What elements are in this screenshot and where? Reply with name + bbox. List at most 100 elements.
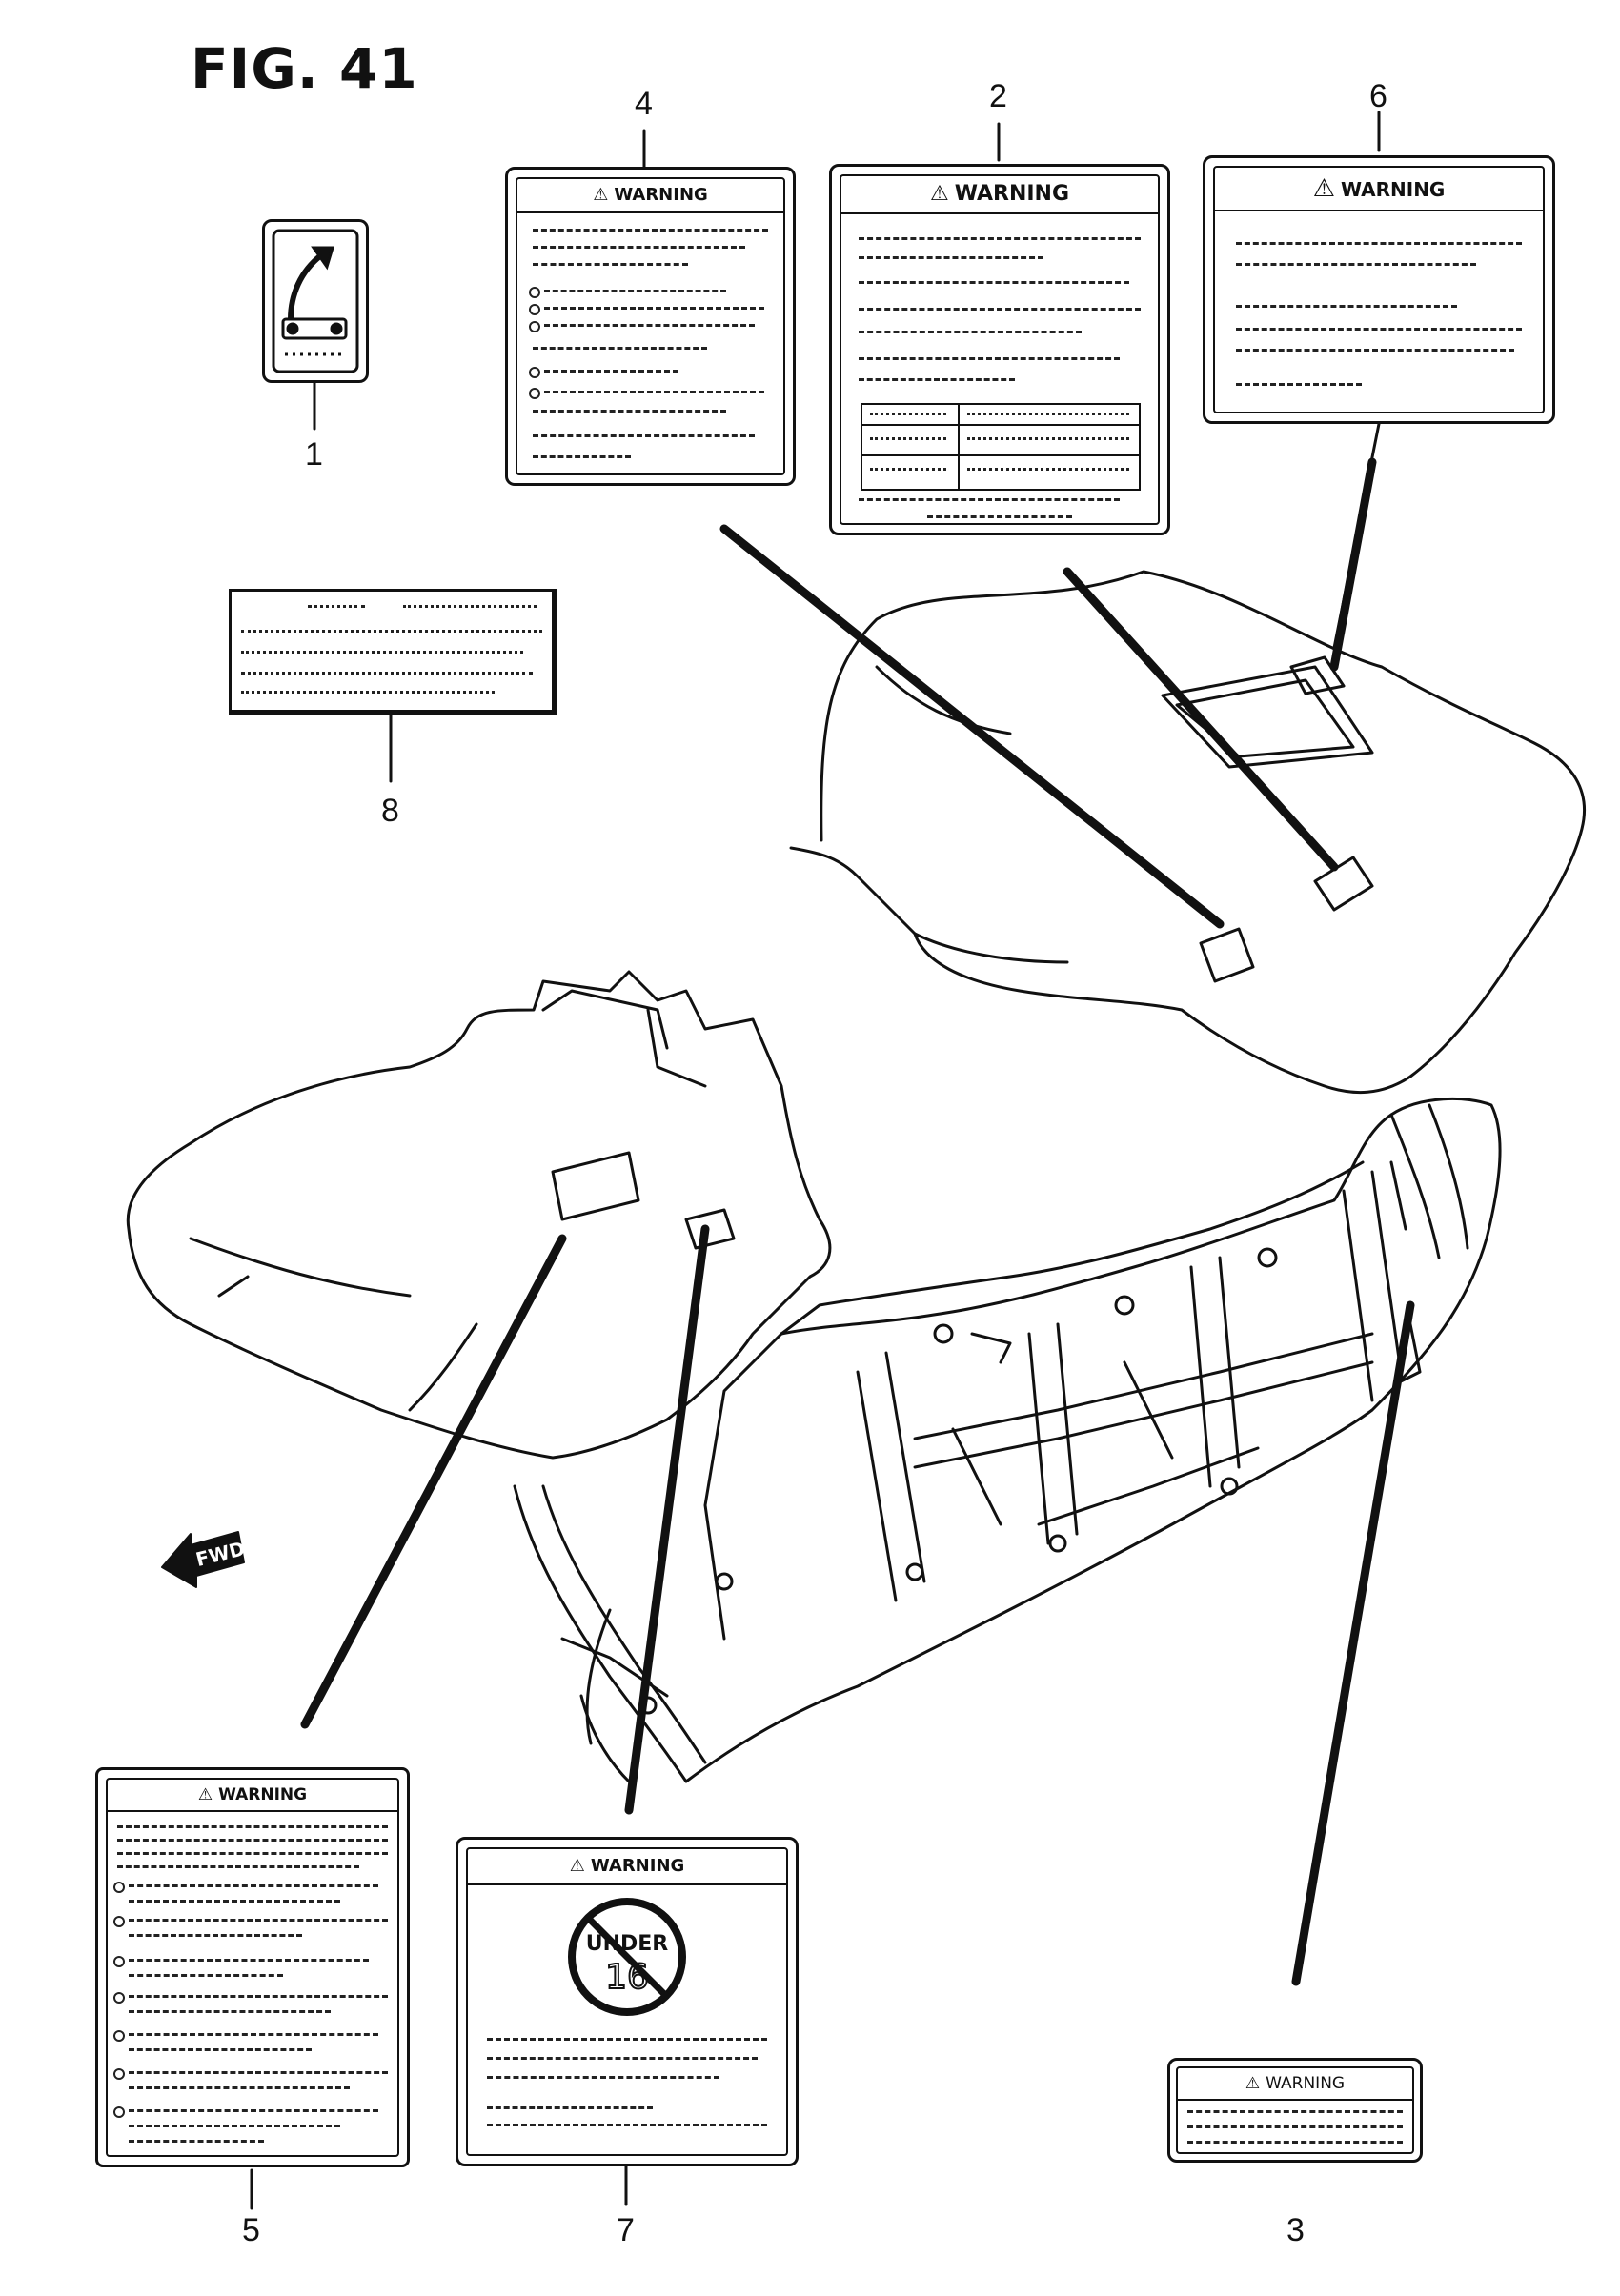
warning-triangle-icon: ⚠ (929, 182, 949, 206)
warning-triangle-icon: ⚠ (1245, 2074, 1261, 2093)
label-8-information (229, 589, 557, 715)
gear-shift-icon (272, 229, 359, 373)
text-line (117, 1825, 388, 1828)
warning-label-7-header: ⚠WARNING (468, 1849, 786, 1885)
callout-5: 5 (242, 2212, 260, 2248)
warning-label-2-border: ⚠WARNING (840, 174, 1160, 525)
list-bullet (113, 1882, 125, 1893)
text-line (129, 1934, 302, 1937)
warning-label-2-title: WARNING (954, 182, 1070, 206)
text-line (533, 434, 755, 437)
text-line (859, 256, 1043, 259)
text-line (129, 1900, 340, 1903)
text-line (859, 308, 1141, 311)
callout-8: 8 (381, 793, 399, 829)
text-line (129, 2125, 340, 2127)
rear-fender (789, 570, 1587, 1095)
text-line (859, 237, 1141, 240)
warning-label-2-header: ⚠WARNING (841, 176, 1158, 214)
list-bullet (529, 287, 540, 298)
warning-label-5-border: ⚠ WARNING (106, 1778, 399, 2157)
warning-label-6-title: WARNING (1340, 178, 1446, 201)
no-under-16-number: 16 (605, 1958, 649, 1997)
no-under-16-icon: UNDER 16 (568, 1898, 686, 2016)
text-line (117, 1839, 388, 1842)
frame-assembly (513, 1098, 1502, 1783)
warning-label-5-header: ⚠ WARNING (108, 1780, 397, 1812)
warning-label-4-title: WARNING (614, 185, 708, 205)
callout-7: 7 (617, 2212, 635, 2248)
warning-label-6-header: ⚠WARNING (1215, 168, 1543, 211)
text-line (859, 357, 1120, 360)
text-line (129, 1974, 283, 1977)
text-line (487, 2124, 767, 2126)
text-line (1236, 242, 1522, 245)
text-line (533, 246, 745, 249)
text-line (129, 2010, 331, 2013)
list-bullet (529, 304, 540, 315)
text-line (129, 2071, 388, 2074)
warning-label-3: ⚠ WARNING (1167, 2058, 1423, 2163)
text-line (487, 2038, 767, 2041)
text-line (117, 1852, 388, 1855)
warning-label-4-header: ⚠WARNING (517, 179, 783, 213)
figure-title: FIG. 41 (191, 36, 418, 101)
label-1-shift-pattern (262, 219, 369, 383)
list-bullet (113, 2030, 125, 2042)
text-line (544, 324, 755, 327)
text-line (927, 515, 1072, 518)
text-line (533, 263, 688, 266)
list-bullet (113, 2068, 125, 2080)
callout-6: 6 (1369, 78, 1387, 114)
list-bullet (529, 321, 540, 332)
text-line (1236, 328, 1522, 331)
text-line (533, 410, 726, 413)
text-line (859, 331, 1082, 333)
text-line (129, 2033, 378, 2036)
text-line (487, 2057, 758, 2060)
text-line (129, 2109, 378, 2112)
text-line (1187, 2110, 1403, 2113)
warning-label-7-title: WARNING (590, 1856, 685, 1876)
callout-3: 3 (1286, 2212, 1305, 2248)
no-under-16-top-text: UNDER (586, 1932, 669, 1956)
list-bullet (113, 2106, 125, 2118)
text-line (859, 281, 1129, 284)
warning-triangle-icon: ⚠ (1312, 174, 1335, 203)
warning-triangle-icon: ⚠ (593, 185, 609, 205)
text-line (1187, 2125, 1403, 2128)
text-line (544, 391, 764, 393)
text-line (544, 307, 764, 310)
text-line (129, 2048, 312, 2051)
warning-label-2: ⚠WARNING (829, 164, 1170, 535)
warning-label-3-border: ⚠ WARNING (1176, 2066, 1414, 2154)
list-bullet (113, 1916, 125, 1927)
callout-2: 2 (989, 78, 1007, 114)
list-bullet (113, 1992, 125, 2004)
warning-label-7: ⚠WARNING UNDER 16 (456, 1837, 799, 2166)
warning-label-4: ⚠WARNING (505, 167, 796, 486)
text-line (1236, 383, 1362, 386)
callout-4: 4 (635, 86, 653, 122)
warning-triangle-icon: ⚠ (197, 1785, 213, 1804)
warning-label-6-border: ⚠WARNING (1213, 166, 1545, 413)
warning-label-5-title: WARNING (218, 1785, 308, 1804)
text-line (129, 1995, 388, 1998)
front-fender (126, 970, 832, 1460)
specification-table (861, 403, 1141, 491)
text-line (544, 370, 678, 373)
text-line (487, 2076, 719, 2079)
text-line (1236, 305, 1457, 308)
warning-label-3-title: WARNING (1266, 2074, 1346, 2093)
text-line (1236, 349, 1514, 352)
warning-label-7-border: ⚠WARNING UNDER 16 (466, 1847, 788, 2156)
text-line (533, 455, 631, 458)
text-line (859, 498, 1120, 501)
callout-1: 1 (305, 436, 323, 473)
text-line (129, 2140, 264, 2143)
text-line (533, 347, 707, 350)
text-line (544, 290, 726, 292)
list-bullet (529, 367, 540, 378)
